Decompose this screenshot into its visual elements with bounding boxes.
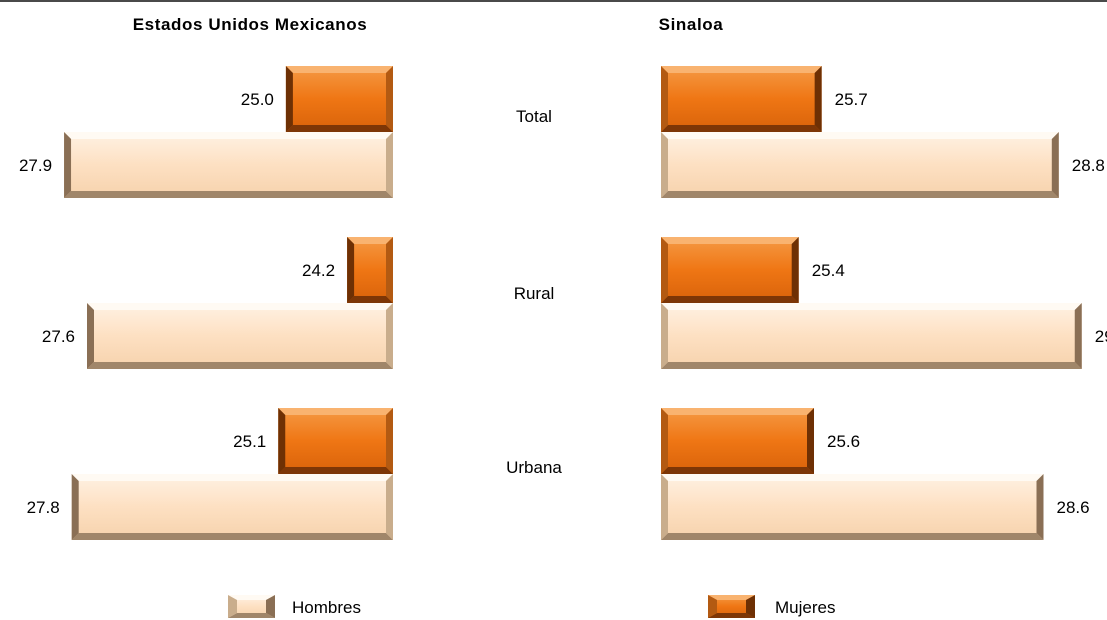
panel-title-right: Sinaloa (659, 15, 724, 34)
bar-sinaloa-hombres-rural (661, 303, 1082, 369)
bar-estados-unidos-mexicanos-mujeres-urbana (278, 408, 393, 474)
category-label-urbana: Urbana (506, 458, 562, 477)
bar-sinaloa-mujeres-total (661, 66, 822, 132)
legend-swatch-mujeres (708, 595, 755, 618)
category-label-total: Total (516, 107, 552, 126)
bar-sinaloa-mujeres-rural (661, 237, 799, 303)
value-label-estados-unidos-mexicanos-hombres-total: 27.9 (19, 156, 52, 175)
value-label-estados-unidos-mexicanos-mujeres-urbana: 25.1 (233, 432, 266, 451)
value-label-sinaloa-hombres-rural: 29.1 (1095, 327, 1107, 346)
value-label-sinaloa-mujeres-total: 25.7 (835, 90, 868, 109)
bar-estados-unidos-mexicanos-hombres-total (64, 132, 394, 198)
bar-sinaloa-mujeres-urbana (661, 408, 814, 474)
bars-group: 25.0 24.2 25.1 27.9 27.6 27.8 25.7 25.4 25.6 28.8… (19, 66, 1107, 540)
value-label-estados-unidos-mexicanos-hombres-rural: 27.6 (42, 327, 75, 346)
bar-sinaloa-hombres-urbana (661, 474, 1044, 540)
bar-estados-unidos-mexicanos-hombres-urbana (71, 474, 393, 540)
value-label-sinaloa-mujeres-urbana: 25.6 (827, 432, 860, 451)
category-label-rural: Rural (514, 284, 555, 303)
bar-estados-unidos-mexicanos-mujeres-rural (347, 237, 393, 303)
bar-estados-unidos-mexicanos-hombres-rural (87, 303, 393, 369)
value-label-estados-unidos-mexicanos-mujeres-total: 25.0 (241, 90, 274, 109)
value-label-estados-unidos-mexicanos-mujeres-rural: 24.2 (302, 261, 335, 280)
legend-label-hombres: Hombres (292, 598, 361, 617)
value-label-sinaloa-hombres-urbana: 28.6 (1057, 498, 1090, 517)
bar-sinaloa-hombres-total (661, 132, 1059, 198)
bar-estados-unidos-mexicanos-mujeres-total (285, 66, 393, 132)
value-label-sinaloa-mujeres-rural: 25.4 (812, 261, 845, 280)
top-rule (0, 0, 1107, 2)
value-label-sinaloa-hombres-total: 28.8 (1072, 156, 1105, 175)
panel-title-left: Estados Unidos Mexicanos (133, 15, 368, 34)
value-label-estados-unidos-mexicanos-hombres-urbana: 27.8 (27, 498, 60, 517)
legend-swatch-hombres (228, 595, 275, 618)
legend-label-mujeres: Mujeres (775, 598, 835, 617)
legend: Hombres Mujeres (228, 595, 835, 618)
